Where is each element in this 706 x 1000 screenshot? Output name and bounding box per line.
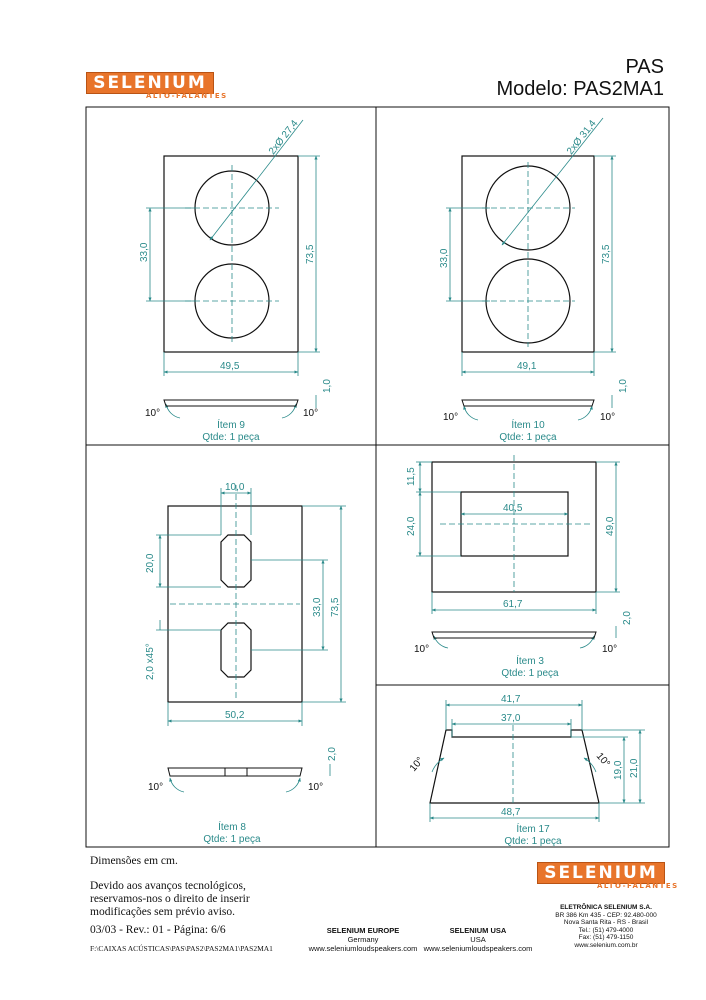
item9-dim-height-inner: 33,0	[139, 242, 150, 262]
item17-angle-right: 10°	[594, 751, 612, 770]
page-title-model: Modelo: PAS2MA1	[496, 78, 665, 100]
footer-usa-title: SELENIUM USA	[449, 926, 507, 935]
item8-angle-left: 10°	[148, 782, 163, 793]
item10-angle-right: 10°	[600, 412, 615, 423]
item3-label: Ítem 3	[516, 654, 544, 667]
footer-usa-website[interactable]: www.seleniumloudspeakers.com	[423, 944, 533, 953]
disclaimer-line-1: Devido aos avanços tecnológicos,	[90, 880, 246, 892]
item17-dim-height-side: 19,0	[613, 760, 624, 780]
item17-qty: Qtde: 1 peça	[504, 836, 562, 847]
item9-label: Ítem 9	[217, 418, 245, 431]
item10-diameter-label: 2xØ 31,4	[565, 118, 599, 157]
footer-europe-title: SELENIUM EUROPE	[326, 926, 400, 935]
item8-dim-slot-height: 20,0	[145, 553, 156, 573]
item9-angle-right: 10°	[303, 408, 318, 419]
item10-dim-width: 49,1	[517, 361, 537, 372]
item10-qty: Qtde: 1 peça	[499, 432, 557, 443]
footer-brand-logo: SELENIUM	[537, 862, 665, 884]
item17-dim-top-inner: 37,0	[501, 713, 521, 724]
item9-angle-left: 10°	[145, 408, 160, 419]
item3-dim-top: 11,5	[406, 467, 417, 486]
footer-europe-website[interactable]: www.seleniumloudspeakers.com	[308, 944, 418, 953]
footer-company: ELETRÔNICA SELENIUM S.A.	[560, 904, 652, 911]
item10-drawing: 2xØ 31,4 33,0 73,5 49,1 1,0 10° 10° Ítem…	[439, 117, 629, 443]
footer-address-2: Nova Santa Rita - RS - Brasil	[563, 919, 649, 926]
page-title-series: PAS	[625, 56, 664, 78]
brand-logo-subtitle: ALTO-FALANTES	[146, 92, 228, 100]
item17-drawing: 41,7 37,0 48,7 19,0 21,0 10° 10° Ítem 17…	[408, 694, 645, 847]
footer-fax: Fax: (51) 479-1150	[578, 934, 634, 941]
item3-dim-thickness: 2,0	[622, 611, 633, 625]
brand-logo: SELENIUM	[86, 72, 214, 94]
item17-dim-top-outer: 41,7	[501, 694, 521, 705]
footer-europe-country: Germany	[347, 935, 379, 944]
disclaimer-line-3: modificações sem prévio aviso.	[90, 906, 235, 918]
item10-dim-thickness: 1,0	[618, 379, 629, 393]
item8-dim-height-total: 73,5	[330, 597, 341, 617]
item17-dim-bottom: 48,7	[501, 807, 521, 818]
item9-qty: Qtde: 1 peça	[202, 432, 260, 443]
item8-dim-height-inner: 33,0	[312, 597, 323, 617]
item3-angle-right: 10°	[602, 644, 617, 655]
footer-website-br[interactable]: www.selenium.com.br	[574, 941, 638, 949]
item3-dim-window-width: 40,5	[503, 503, 523, 514]
footer-address-1: BR 386 Km 435 - CEP: 92.480-000	[555, 911, 657, 919]
footer-tel: Tel.: (51) 479-4000	[578, 926, 634, 934]
item8-label: Ítem 8	[218, 820, 246, 833]
item3-drawing: 11,5 24,0 40,5 49,0 61,7 2,0 10° 10° Íte…	[406, 455, 633, 679]
disclaimer-line-2: reservamos-nos o direito de inserir	[90, 893, 250, 905]
item9-dim-width: 49,5	[220, 361, 240, 372]
footer-usa: SELENIUM USA USA www.seleniumloudspeaker…	[418, 926, 538, 953]
revision-info: 03/03 - Rev.: 01 - Página: 6/6	[90, 924, 226, 936]
item8-angle-right: 10°	[308, 782, 323, 793]
item17-dim-height-total: 21,0	[629, 758, 640, 778]
item9-dim-thickness: 1,0	[322, 379, 333, 393]
file-path: F:\CAIXAS ACÚSTICAS\PAS\PAS2\PAS2MA1\PAS…	[90, 944, 273, 953]
footer-europe: SELENIUM EUROPE Germany www.seleniumloud…	[298, 926, 428, 953]
item8-dim-chamfer: 2,0 x45°	[145, 643, 156, 680]
footer-brand-logo-subtitle: ALTO-FALANTES	[597, 882, 679, 890]
footer-usa-country: USA	[470, 935, 486, 944]
item9-drawing: 2xØ 27,4 33,0 73,5 49,5 1,0 10° 10° Ítem…	[139, 118, 333, 443]
item10-dim-height-total: 73,5	[601, 244, 612, 264]
units-note: Dimensões em cm.	[90, 855, 178, 867]
item8-dim-thickness: 2,0	[327, 747, 338, 761]
item3-dim-height-total: 49,0	[605, 516, 616, 536]
drawing-frame	[85, 106, 670, 848]
item3-dim-width: 61,7	[503, 599, 523, 610]
item9-dim-height-total: 73,5	[305, 244, 316, 264]
item8-drawing: 10,0 20,0 2,0 x45° 33,0 73,5 50,2 2,0 10…	[145, 482, 346, 845]
item9-diameter-label: 2xØ 27,4	[267, 118, 301, 157]
item3-qty: Qtde: 1 peça	[501, 668, 559, 679]
footer-brazil: ELETRÔNICA SELENIUM S.A. BR 386 Km 435 -…	[536, 904, 676, 949]
item8-qty: Qtde: 1 peça	[203, 834, 261, 845]
item10-angle-left: 10°	[443, 412, 458, 423]
item10-label: Ítem 10	[511, 418, 545, 431]
item17-angle-left: 10°	[408, 755, 426, 774]
item3-angle-left: 10°	[414, 644, 429, 655]
item8-dim-slot-width: 10,0	[225, 482, 245, 493]
item17-label: Ítem 17	[516, 822, 550, 835]
item3-dim-window-height: 24,0	[406, 516, 417, 536]
item10-dim-height-inner: 33,0	[439, 248, 450, 268]
item8-dim-width: 50,2	[225, 710, 245, 721]
